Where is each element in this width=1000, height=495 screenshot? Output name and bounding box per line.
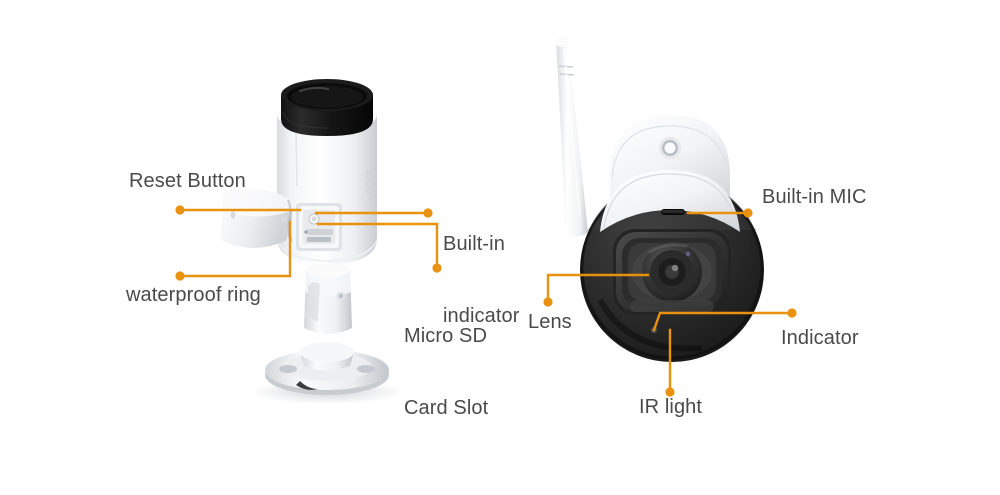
callout-label-indicator: Indicator xyxy=(781,327,859,349)
dot-indicator xyxy=(787,308,797,318)
dot-built-in-indicator xyxy=(423,208,433,218)
dot-micro-sd xyxy=(432,263,442,273)
svg-text:IMOU: IMOU xyxy=(364,170,374,194)
callout-label-built-in-indicator-line2: indicator xyxy=(443,305,520,327)
dot-reset-button xyxy=(175,205,185,215)
dot-waterproof-ring xyxy=(175,271,185,281)
callout-label-micro-sd-line2: Card Slot xyxy=(404,397,489,419)
leader-waterproof-ring xyxy=(178,220,292,278)
callout-label-ir-light: IR light xyxy=(639,396,703,418)
callout-label-built-in-mic: Built-in MIC xyxy=(762,186,867,208)
left-camera-group: IMOU xyxy=(221,79,405,404)
dot-lens xyxy=(543,297,553,307)
sun-shield xyxy=(600,170,740,232)
waterproof-cover xyxy=(221,189,292,248)
callout-dots xyxy=(175,205,797,397)
leader-micro-sd xyxy=(316,222,439,270)
dot-ir-light xyxy=(665,387,675,397)
leader-indicator xyxy=(652,311,794,332)
callout-label-waterproof-ring: waterproof ring xyxy=(126,284,261,306)
lens-hood xyxy=(281,79,373,136)
callout-label-micro-sd-card-slot: Micro SD Card Slot xyxy=(404,276,488,468)
callout-label-built-in-indicator-line1: Built-in xyxy=(443,233,505,255)
mount-arm xyxy=(304,262,352,334)
lens-assembly xyxy=(613,229,731,315)
callout-label-micro-sd-line1: Micro SD xyxy=(404,325,488,347)
dot-built-in-mic xyxy=(743,208,753,218)
mount-collar xyxy=(300,342,354,371)
callout-label-lens: Lens xyxy=(528,311,572,333)
callout-label-built-in-indicator: Built-in indicator xyxy=(443,184,520,376)
wifi-antenna xyxy=(555,35,588,237)
leader-lens xyxy=(546,273,650,304)
microphone-slot xyxy=(661,209,685,215)
callout-label-reset-button: Reset Button xyxy=(129,170,246,192)
service-bay xyxy=(296,203,342,251)
callout-leader-lines xyxy=(178,208,794,394)
